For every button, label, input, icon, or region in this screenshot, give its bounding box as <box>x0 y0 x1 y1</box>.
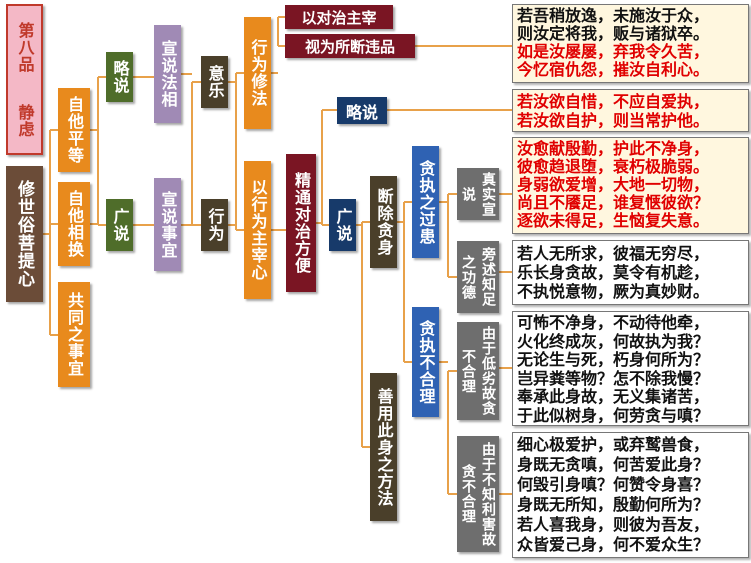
verse-line: 逐欲未得足，生恼复失意。 <box>517 211 710 230</box>
node-common: 共同之事宜 <box>58 282 90 387</box>
chapter-title: 第八品 静虑 <box>6 4 43 155</box>
node-equal: 自他平等 <box>58 88 90 172</box>
connector-line <box>316 109 337 226</box>
verse-line: 若人无所求，彼福无穷尽， <box>517 244 710 263</box>
node-brief: 略说 <box>106 52 133 102</box>
node-non-seeking: 旁述知足之功德 <box>457 241 499 313</box>
connector-line <box>43 129 58 336</box>
verse-line: 可怖不净身，不动待他牵， <box>517 313 710 332</box>
node-remedy-method: 精通对治方便 <box>286 154 316 292</box>
verse-line: 身既无所知，殷勤何所为？ <box>517 495 710 514</box>
chapter-number: 第八品 <box>15 21 35 73</box>
verse-line: 不执悦意物，厥为真妙财。 <box>517 282 710 301</box>
connector-line <box>439 361 457 495</box>
verse-line: 彼愈趋退堕，衰朽极脆弱。 <box>517 157 710 176</box>
chapter-name: 静虑 <box>15 103 35 138</box>
verse-line: 无论生与死，朽身何所为？ <box>517 350 710 370</box>
node-cut-attachment: 断除贪身 <box>370 176 397 268</box>
connector-line <box>133 76 154 226</box>
node-extensive-2: 广说 <box>329 199 356 251</box>
node-practice: 行为修法 <box>244 17 271 129</box>
verse-box-6: 细心极爱护，或弃鹫兽食， 身既无贪嗔，何苦爱此身？ 何毁引身嗔？何赞令身喜？ 身… <box>512 432 749 558</box>
connector-line <box>181 73 201 226</box>
verse-line-red: 如是汝屡屡，弃我令久苦， <box>517 42 710 61</box>
connector-line <box>439 193 457 278</box>
verse-box-5: 可怖不净身，不动待他牵， 火化终成灰，何故执为我？ 无论生与死，朽身何所为？ 岂… <box>512 311 749 426</box>
node-intention: 意乐 <box>201 56 228 108</box>
node-use-body: 善用此身之方法 <box>370 373 397 521</box>
verse-line: 身既无贪嗔，何苦爱此身？ <box>517 455 710 474</box>
node-abandon: 视为所断违品 <box>285 34 415 58</box>
connector-line <box>271 16 285 74</box>
verse-line: 众皆爱己身，何不爱众生？ <box>517 535 710 554</box>
verse-line: 细心极爱护，或弃鹫兽食， <box>517 435 710 454</box>
verse-line: 汝愈献殷勤，护此不净身， <box>517 139 710 158</box>
node-extensive: 广说 <box>106 199 133 251</box>
connector-line <box>356 221 370 448</box>
verse-line: 何毁引身嗔？何赞令身喜？ <box>517 475 710 494</box>
node-faults: 贪执之过患 <box>412 146 439 258</box>
node-master-mind: 以行为主宰心 <box>244 161 271 299</box>
verse-line: 若人喜我身，则彼为吾友， <box>517 515 710 534</box>
verse-line: 于此似树身，何劳贪与嗔？ <box>517 405 710 425</box>
node-exchange: 自他相换 <box>58 182 90 266</box>
verse-line: 若汝欲自护，则当常护他。 <box>517 111 710 130</box>
node-true-words: 真实宣说 <box>457 168 499 220</box>
verse-box-1: 若吾稍放逸，未施汝于众， 则汝定将我，贩与诸狱卒。 如是汝屡屡，弃我令久苦， 今… <box>512 4 749 83</box>
node-brief-2: 略说 <box>337 97 387 124</box>
verse-box-3: 汝愈献殷勤，护此不净身， 彼愈趋退堕，衰朽极脆弱。 身弱欲爱增，大地一切物， 尚… <box>512 137 749 234</box>
connector-line <box>397 201 412 363</box>
connector-line <box>499 193 512 495</box>
verse-box-2: 若汝欲自惜，不应自爱执， 若汝欲自护，则当常护他。 <box>512 89 749 132</box>
verse-box-4: 若人无所求，彼福无穷尽， 乐长身贪故，莫令有机趁， 不执悦意物，厥为真妙财。 <box>512 240 749 305</box>
verse-line: 火化终成灰，何故执为我？ <box>517 331 710 351</box>
node-low-reason: 由于低劣故贪不合理 <box>457 322 499 420</box>
verse-line: 若汝欲自惜，不应自爱执， <box>517 92 710 111</box>
verse-line: 乐长身贪故，莫令有机趁， <box>517 263 710 282</box>
node-matters: 宣说事宜 <box>154 178 181 271</box>
verse-line: 则汝定将我，贩与诸狱卒。 <box>517 24 710 43</box>
verse-line: 岂异粪等物？怎不除我慢？ <box>517 368 710 388</box>
verse-line: 若吾稍放逸，未施汝于众， <box>517 6 710 25</box>
node-unreasonable: 贪执不合理 <box>412 307 439 417</box>
verse-line: 奉承此身故，无义集诸苦， <box>517 387 710 407</box>
node-remedy: 以对治主宰 <box>285 5 393 29</box>
verse-line: 尚且不餍足，谁复惬彼欲？ <box>517 193 710 212</box>
connector-line <box>228 72 244 231</box>
node-conduct: 行为 <box>201 199 228 251</box>
connector-line <box>90 76 106 226</box>
node-dharma: 宣说法相 <box>154 25 181 123</box>
verse-line-red: 今忆宿仇怨，摧汝自利心。 <box>517 60 710 79</box>
topic-node: 修世俗菩提心 <box>6 166 43 302</box>
verse-line: 身弱欲爱增，大地一切物， <box>517 175 710 194</box>
node-ignorance-reason: 由于不知利害故贪不合理 <box>457 436 499 552</box>
